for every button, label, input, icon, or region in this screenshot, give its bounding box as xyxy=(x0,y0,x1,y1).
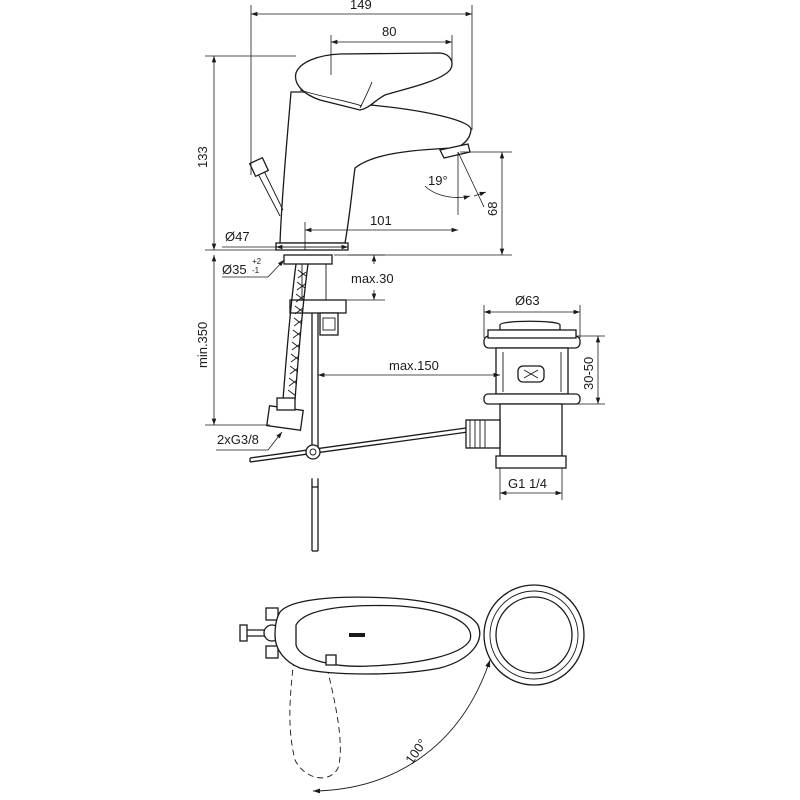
dim-hole-tol-minus: -1 xyxy=(252,266,260,275)
dim-spout-reach: 101 xyxy=(370,213,392,228)
dim-overall-width: 149 xyxy=(350,0,372,12)
dim-waste-height: 30-50 xyxy=(581,357,596,390)
dim-height: 133 xyxy=(195,146,210,168)
dim-spout-angle: 19° xyxy=(428,173,448,188)
dim-base-diameter: Ø47 xyxy=(225,229,250,244)
dim-rod-length: max.150 xyxy=(389,358,439,373)
dim-handle-rotation: 100° xyxy=(402,736,430,767)
faucet-top-view xyxy=(239,584,585,794)
popup-waste xyxy=(465,320,581,469)
faucet-side-view xyxy=(248,52,472,552)
dim-hose-length: min.350 xyxy=(195,322,210,368)
dim-waste-thread: G1 1/4 xyxy=(508,476,547,491)
dimensions xyxy=(205,5,605,500)
dim-handle-length: 80 xyxy=(382,24,396,39)
dim-connection: 2xG3/8 xyxy=(217,432,259,447)
dim-hole-diameter: Ø35 xyxy=(222,262,247,277)
dim-waste-diameter: Ø63 xyxy=(515,293,540,308)
dim-deck-thickness: max.30 xyxy=(351,271,394,286)
dim-spout-height: 68 xyxy=(485,202,500,216)
dim-hole-tol-plus: +2 xyxy=(252,257,262,266)
